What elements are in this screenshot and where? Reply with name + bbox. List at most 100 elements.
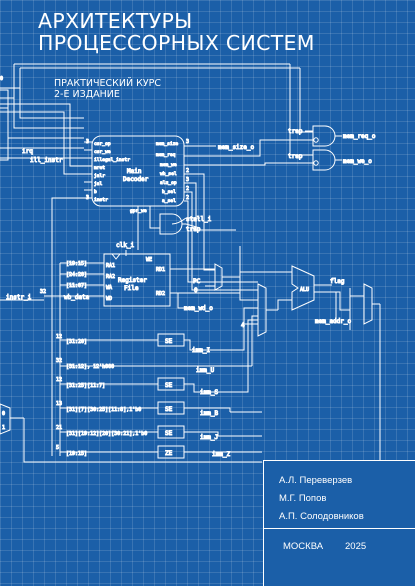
- svg-text:32: 32: [56, 358, 62, 364]
- info-box: [263, 460, 415, 586]
- svg-text:RA1: RA1: [106, 263, 115, 269]
- svg-text:[31:20]: [31:20]: [66, 339, 87, 345]
- decoder-title2: Decoder: [123, 176, 149, 183]
- svg-text:imm_S: imm_S: [200, 389, 218, 396]
- svg-text:1: 1: [2, 425, 5, 431]
- left-label: 0: [0, 76, 3, 82]
- svg-text:File: File: [124, 285, 139, 292]
- svg-text:SE: SE: [165, 338, 173, 345]
- svg-text:[31:12], 12'h000: [31:12], 12'h000: [66, 364, 114, 370]
- clk-i-label: clk_i: [116, 242, 134, 249]
- svg-text:b_sel: b_sel: [162, 189, 176, 195]
- svg-text:a_sel: a_sel: [162, 198, 176, 204]
- mem-we-o-label: mem_we_o: [343, 158, 372, 165]
- svg-text:SE: SE: [165, 430, 173, 437]
- svg-text:RD2: RD2: [156, 291, 165, 297]
- svg-text:0: 0: [2, 411, 5, 417]
- svg-text:12: 12: [56, 334, 62, 340]
- stall-gate: [137, 206, 201, 250]
- author-1: А.Л. Переверзев: [279, 475, 353, 486]
- svg-text:jalr: jalr: [94, 173, 105, 179]
- svg-text:WE: WE: [146, 257, 152, 263]
- svg-text:3: 3: [186, 139, 189, 145]
- wb-mux: [350, 283, 381, 470]
- book-subtitle: ПРАКТИЧЕСКИЙ КУРС 2-Е ИЗДАНИЕ: [54, 78, 161, 100]
- svg-text:21: 21: [56, 425, 62, 431]
- svg-text:5: 5: [56, 445, 59, 451]
- stall-i-label: stall_i: [186, 216, 212, 223]
- author-3: А.П. Солодовников: [279, 511, 364, 522]
- svg-text:imm_Z: imm_Z: [212, 451, 230, 458]
- mem-size-o-label: mem_size_o: [218, 144, 255, 151]
- svg-text:imm_B: imm_B: [200, 410, 218, 417]
- decoder-title1: Main: [127, 168, 142, 175]
- svg-text:WA: WA: [106, 285, 112, 291]
- pc-label: PC: [193, 278, 201, 285]
- svg-text:4: 4: [241, 322, 245, 329]
- svg-text:32: 32: [40, 289, 46, 295]
- svg-text:ZE: ZE: [165, 450, 173, 457]
- svg-text:wb_sel: wb_sel: [160, 171, 177, 177]
- irq-label: irq: [22, 148, 33, 155]
- pc-mux: [170, 263, 292, 309]
- svg-text:csr_we: csr_we: [94, 150, 111, 155]
- svg-text:mret: mret: [94, 165, 105, 171]
- alu: [291, 265, 351, 330]
- svg-text:[31][7][30:25][11:8],1'b0: [31][7][30:25][11:8],1'b0: [66, 407, 141, 413]
- and-gates: [305, 125, 342, 171]
- publisher-city: МОСКВА: [283, 541, 324, 552]
- ill-instr-label: ill_instr: [30, 157, 63, 164]
- svg-text:b: b: [94, 189, 97, 195]
- author-2: М.Г. Попов: [279, 493, 327, 504]
- svg-text:12: 12: [56, 377, 62, 383]
- trap-label-3: trap: [186, 226, 201, 233]
- b-mux: [244, 283, 292, 337]
- svg-text:mem_we: mem_we: [160, 163, 177, 168]
- title-line-2: ПРОЦЕССОРНЫХ СИСТЕМ: [38, 31, 315, 55]
- publication-year: 2025: [345, 541, 367, 552]
- svg-text:0: 0: [194, 287, 198, 294]
- svg-text:[24:20]: [24:20]: [66, 272, 87, 278]
- flag-label: flag: [330, 278, 345, 285]
- alu-label: ALU: [300, 287, 309, 293]
- svg-text:13: 13: [56, 401, 62, 407]
- subtitle-line-2: 2-Е ИЗДАНИЕ: [54, 89, 120, 100]
- mem-addr-o-label: mem_addr_o: [315, 318, 352, 325]
- svg-text:2: 2: [186, 186, 189, 192]
- register-file: WE RA1 RA2 WA WD Register File RD1 RD2: [103, 253, 171, 307]
- svg-text:[31:25][11:7]: [31:25][11:7]: [66, 383, 105, 389]
- svg-text:imm_U: imm_U: [196, 367, 214, 374]
- svg-text:2: 2: [186, 168, 189, 174]
- main-decoder: Main Decoder csr_op csr_we illegal_instr…: [86, 135, 190, 215]
- svg-text:imm_I: imm_I: [192, 347, 210, 354]
- svg-text:RD1: RD1: [156, 267, 165, 273]
- imm-wires: [60, 307, 262, 453]
- svg-text:mem_req: mem_req: [156, 153, 176, 158]
- svg-text:instr: instr: [94, 197, 108, 203]
- book-title: АРХИТЕКТУРЫ ПРОЦЕССОРНЫХ СИСТЕМ: [38, 10, 315, 54]
- author-list: А.Л. Переверзев М.Г. Попов А.П. Солодовн…: [279, 475, 364, 529]
- svg-text:alu_op: alu_op: [160, 180, 177, 186]
- svg-text:SE: SE: [165, 406, 173, 413]
- trap-label-2: trap: [288, 153, 303, 160]
- regfile-input-wires: [0, 262, 104, 456]
- svg-text:2: 2: [186, 195, 189, 201]
- svg-text:[19:15]: [19:15]: [66, 451, 87, 457]
- svg-text:illegal_instr: illegal_instr: [94, 157, 130, 163]
- svg-text:Register: Register: [118, 277, 147, 284]
- left-lower-mux: [0, 403, 262, 463]
- wb-data-label: wb_data: [64, 294, 90, 301]
- sign-extend-blocks: [157, 333, 185, 459]
- subtitle-line-1: ПРАКТИЧЕСКИЙ КУРС: [54, 78, 162, 89]
- svg-text:[19:15]: [19:15]: [66, 261, 87, 267]
- svg-text:RA2: RA2: [106, 274, 115, 280]
- trap-label-1: trap: [288, 128, 303, 135]
- svg-text:WD: WD: [106, 296, 112, 302]
- svg-text:[11:07]: [11:07]: [66, 283, 87, 289]
- instr-i-label: instr_i: [6, 294, 32, 301]
- svg-text:imm_J: imm_J: [200, 434, 218, 441]
- title-line-1: АРХИТЕКТУРЫ: [38, 9, 193, 33]
- svg-text:3: 3: [186, 177, 189, 183]
